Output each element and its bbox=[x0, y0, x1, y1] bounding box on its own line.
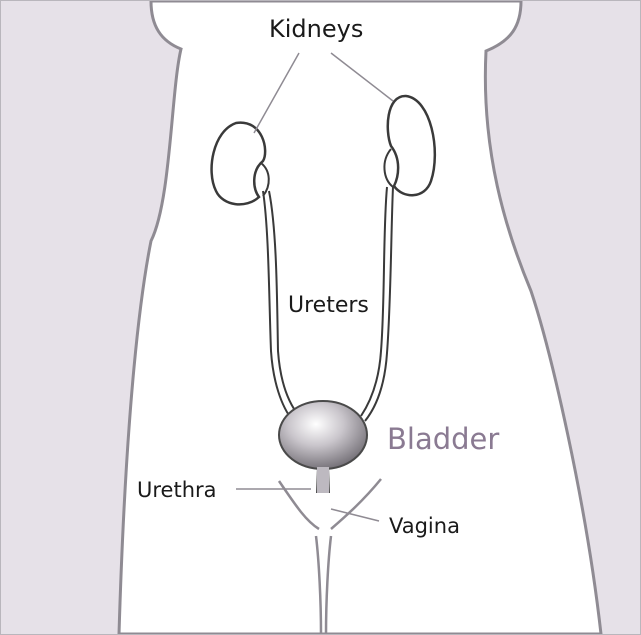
label-bladder: Bladder bbox=[387, 422, 499, 456]
label-urethra: Urethra bbox=[137, 478, 217, 502]
label-vagina: Vagina bbox=[389, 514, 460, 538]
bladder-shape bbox=[279, 401, 367, 469]
label-kidneys: Kidneys bbox=[269, 15, 363, 43]
label-ureters: Ureters bbox=[288, 293, 369, 318]
left-kidney bbox=[212, 123, 266, 205]
